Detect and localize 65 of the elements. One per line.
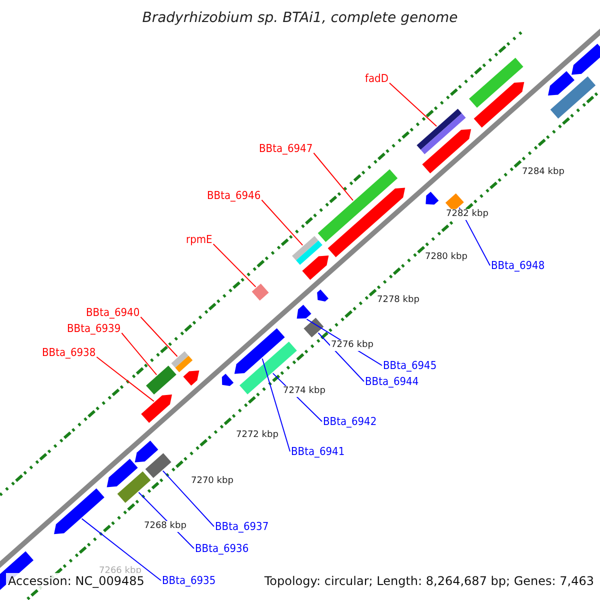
gene-label: BBta_6939	[67, 322, 121, 335]
gene-label: BBta_6944	[365, 375, 419, 388]
gene-label: BBta_6937	[215, 520, 269, 533]
gene-bar	[416, 108, 466, 154]
gene-feature	[426, 192, 439, 205]
gene-bar	[145, 453, 172, 478]
scale-label: 7278 kbp	[376, 295, 420, 306]
leader-line	[318, 332, 364, 382]
footer-text: Accession: NC_009485	[6, 573, 146, 589]
gene-feature	[222, 374, 234, 386]
gene-bar	[469, 58, 524, 108]
title: Bradyrhizobium sp. BTAi1, complete genome	[141, 9, 459, 27]
gene-feature	[328, 188, 406, 258]
gene-label: fadD	[365, 72, 388, 85]
leader-line	[121, 332, 158, 376]
scale-label: 7272 kbp	[235, 430, 280, 441]
gene-label: BBta_6946	[207, 189, 261, 202]
scale-label: 7270 kbp	[190, 476, 234, 487]
gene-label: BBta_6948	[491, 259, 545, 272]
gene-feature	[296, 304, 312, 319]
scale-label: 7280 kbp	[424, 252, 468, 263]
gene-feature	[572, 44, 600, 75]
gene-label: BBta_6938	[42, 346, 96, 359]
gene-feature	[106, 458, 138, 488]
gene-feature	[302, 256, 329, 280]
gene-bar	[117, 471, 151, 503]
gene-feature	[183, 370, 200, 386]
gene-feature	[54, 488, 104, 534]
gene-bar	[171, 351, 193, 372]
leader-line	[262, 358, 290, 452]
gene-bar	[292, 236, 322, 265]
leader-line	[212, 244, 256, 288]
leader-line	[140, 316, 178, 357]
gene-bar	[318, 169, 398, 242]
scale-label: 7284 kbp	[521, 167, 566, 178]
gene-label: BBta_6942	[323, 415, 377, 428]
leader-line	[389, 82, 438, 127]
gene-feature	[422, 129, 472, 174]
leader-line	[261, 200, 304, 246]
gene-label: BBta_6935	[162, 574, 216, 587]
leader-line	[96, 356, 154, 402]
gene-label: rpmE	[186, 233, 212, 246]
gene-feature	[548, 71, 574, 96]
gene-feature	[134, 440, 158, 462]
gene-feature	[317, 290, 328, 302]
scale-label: 7282 kbp	[445, 209, 490, 220]
gene-feature	[141, 394, 172, 423]
gene-label: BBta_6947	[259, 142, 313, 155]
gene-feature	[474, 82, 524, 128]
gene-bar	[304, 318, 324, 338]
gene-feature	[234, 328, 285, 374]
leader-line	[313, 152, 354, 201]
scale-label: 7276 kbp	[330, 340, 374, 351]
scale-label: 7274 kbp	[282, 386, 326, 397]
leader-line	[162, 470, 214, 527]
gene-label: BBta_6936	[195, 542, 249, 555]
gene-label: BBta_6940	[86, 306, 140, 319]
gene-bar	[252, 284, 269, 301]
gene-bar	[146, 366, 176, 394]
gene-bar	[550, 76, 596, 119]
footer-text: Topology: circular; Length: 8,264,687 bp; Genes: 7,463	[262, 573, 596, 589]
scale-label: 7268 kbp	[143, 521, 188, 532]
gene-label: BBta_6945	[383, 359, 437, 372]
leader-line	[81, 518, 162, 581]
gene-label: BBta_6941	[291, 445, 345, 458]
